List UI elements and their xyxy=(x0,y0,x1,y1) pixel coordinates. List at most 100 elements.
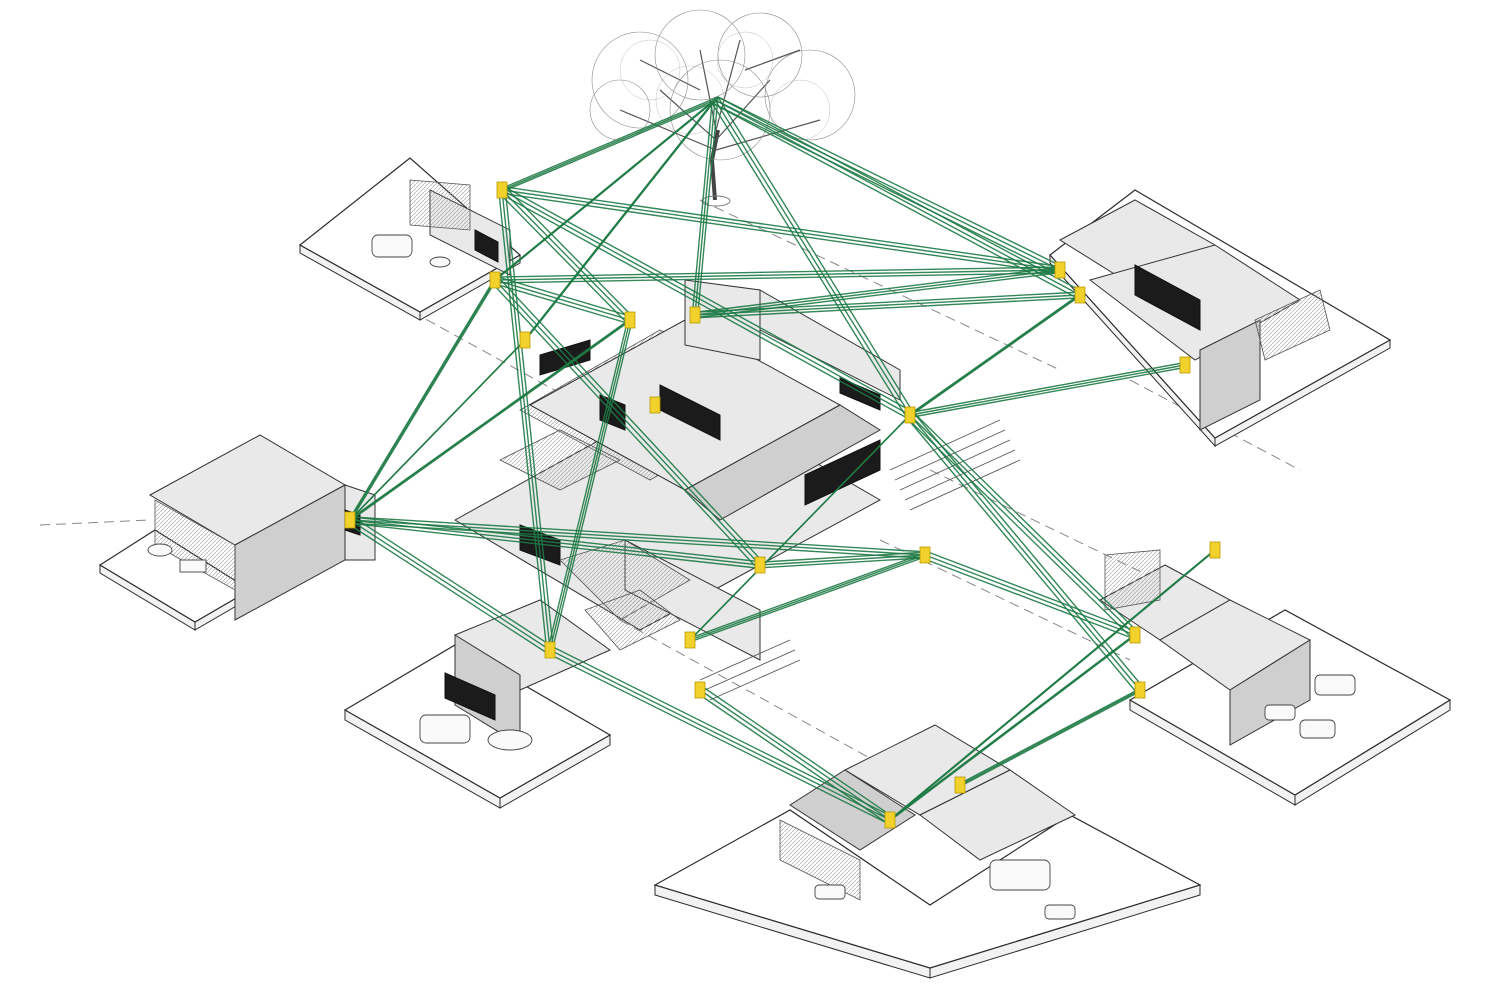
network-link xyxy=(717,96,1064,268)
sensor-node-icon xyxy=(904,406,916,424)
network-link xyxy=(346,522,923,559)
network-link xyxy=(504,96,719,188)
network-link xyxy=(552,316,634,648)
network-link xyxy=(491,282,758,569)
network-link xyxy=(527,96,719,338)
sensor-nodes xyxy=(344,181,1221,829)
network-link xyxy=(552,646,894,818)
sensor-node-icon xyxy=(1179,356,1191,374)
network-link xyxy=(906,417,1133,639)
network-link xyxy=(697,291,1084,313)
network-link xyxy=(892,631,1139,818)
network-link xyxy=(909,294,1081,416)
network-link xyxy=(346,522,548,654)
network-link xyxy=(959,689,1141,786)
sensor-node-icon xyxy=(1074,286,1086,304)
network-link xyxy=(349,279,496,521)
network-link xyxy=(546,322,628,654)
sensor-node-icon xyxy=(684,631,696,649)
network-link xyxy=(504,186,554,648)
module-left xyxy=(98,434,376,631)
network-link xyxy=(501,99,716,191)
network-link xyxy=(692,551,929,638)
network-link xyxy=(497,276,764,563)
sensor-node-icon xyxy=(624,311,636,329)
sensor-node-icon xyxy=(1129,626,1141,644)
sensor-node-icon xyxy=(1209,541,1221,559)
network-link xyxy=(497,96,719,278)
network-link xyxy=(699,689,891,821)
network-link xyxy=(498,192,548,654)
network-link xyxy=(691,272,1058,319)
network-link xyxy=(549,649,891,821)
network-link xyxy=(498,192,1058,274)
sensor-node-icon xyxy=(919,546,931,564)
network-link xyxy=(346,282,493,524)
network-link xyxy=(912,291,1084,413)
sensor-node-icon xyxy=(954,776,966,794)
network-link xyxy=(909,414,1141,691)
network-link xyxy=(549,319,631,651)
network-link xyxy=(497,276,634,318)
network-link xyxy=(906,297,1078,419)
network-link xyxy=(498,192,628,324)
sensor-node-icon xyxy=(489,271,501,289)
network-link xyxy=(349,519,926,556)
network-link xyxy=(759,554,926,566)
network-link xyxy=(909,364,1186,416)
sensor-node-icon xyxy=(694,681,706,699)
module-bottom-left xyxy=(343,589,681,809)
network-link xyxy=(927,551,1139,633)
network-link xyxy=(912,411,1144,688)
network-link xyxy=(346,522,758,569)
network-link xyxy=(924,554,1136,636)
network-link xyxy=(498,102,713,194)
module-right xyxy=(1099,549,1452,806)
network-link xyxy=(352,516,929,553)
module-bottom-center xyxy=(653,724,1202,979)
sensor-node-icon xyxy=(496,181,508,199)
network-link xyxy=(906,367,1183,419)
network-link xyxy=(501,189,1061,271)
network-link xyxy=(691,102,713,319)
sensor-node-icon xyxy=(754,556,766,574)
network-links xyxy=(346,96,1219,824)
network-link xyxy=(352,316,634,518)
network-link xyxy=(349,519,551,651)
network-link xyxy=(546,652,888,824)
network-link xyxy=(504,186,1064,268)
sensor-node-icon xyxy=(1134,681,1146,699)
network-link xyxy=(692,411,914,638)
network-link xyxy=(906,417,1138,694)
network-link xyxy=(921,557,1133,639)
network-link xyxy=(694,294,1081,316)
network-link xyxy=(697,266,1064,313)
network-link xyxy=(892,546,1219,818)
network-link xyxy=(711,102,908,419)
network-link xyxy=(352,276,499,518)
network-link xyxy=(714,99,1061,271)
sensor-node-icon xyxy=(649,396,661,414)
network-link xyxy=(711,102,1058,274)
network-link xyxy=(689,554,926,641)
module-top-left xyxy=(298,157,522,321)
sensor-node-icon xyxy=(689,306,701,324)
network-link xyxy=(714,99,911,416)
network-link xyxy=(711,102,1078,299)
network-link xyxy=(717,96,1084,293)
network-link xyxy=(702,686,894,818)
network-link xyxy=(912,411,1139,633)
sensor-node-icon xyxy=(519,331,531,349)
network-link xyxy=(501,189,911,416)
network-link xyxy=(504,186,914,413)
network-link xyxy=(498,192,908,419)
network-link xyxy=(352,516,554,648)
sensor-node-icon xyxy=(344,511,356,529)
network-link xyxy=(501,189,551,651)
network-link xyxy=(501,189,631,321)
module-top-right xyxy=(1049,189,1392,448)
network-link xyxy=(494,279,631,321)
network-link xyxy=(762,551,929,563)
